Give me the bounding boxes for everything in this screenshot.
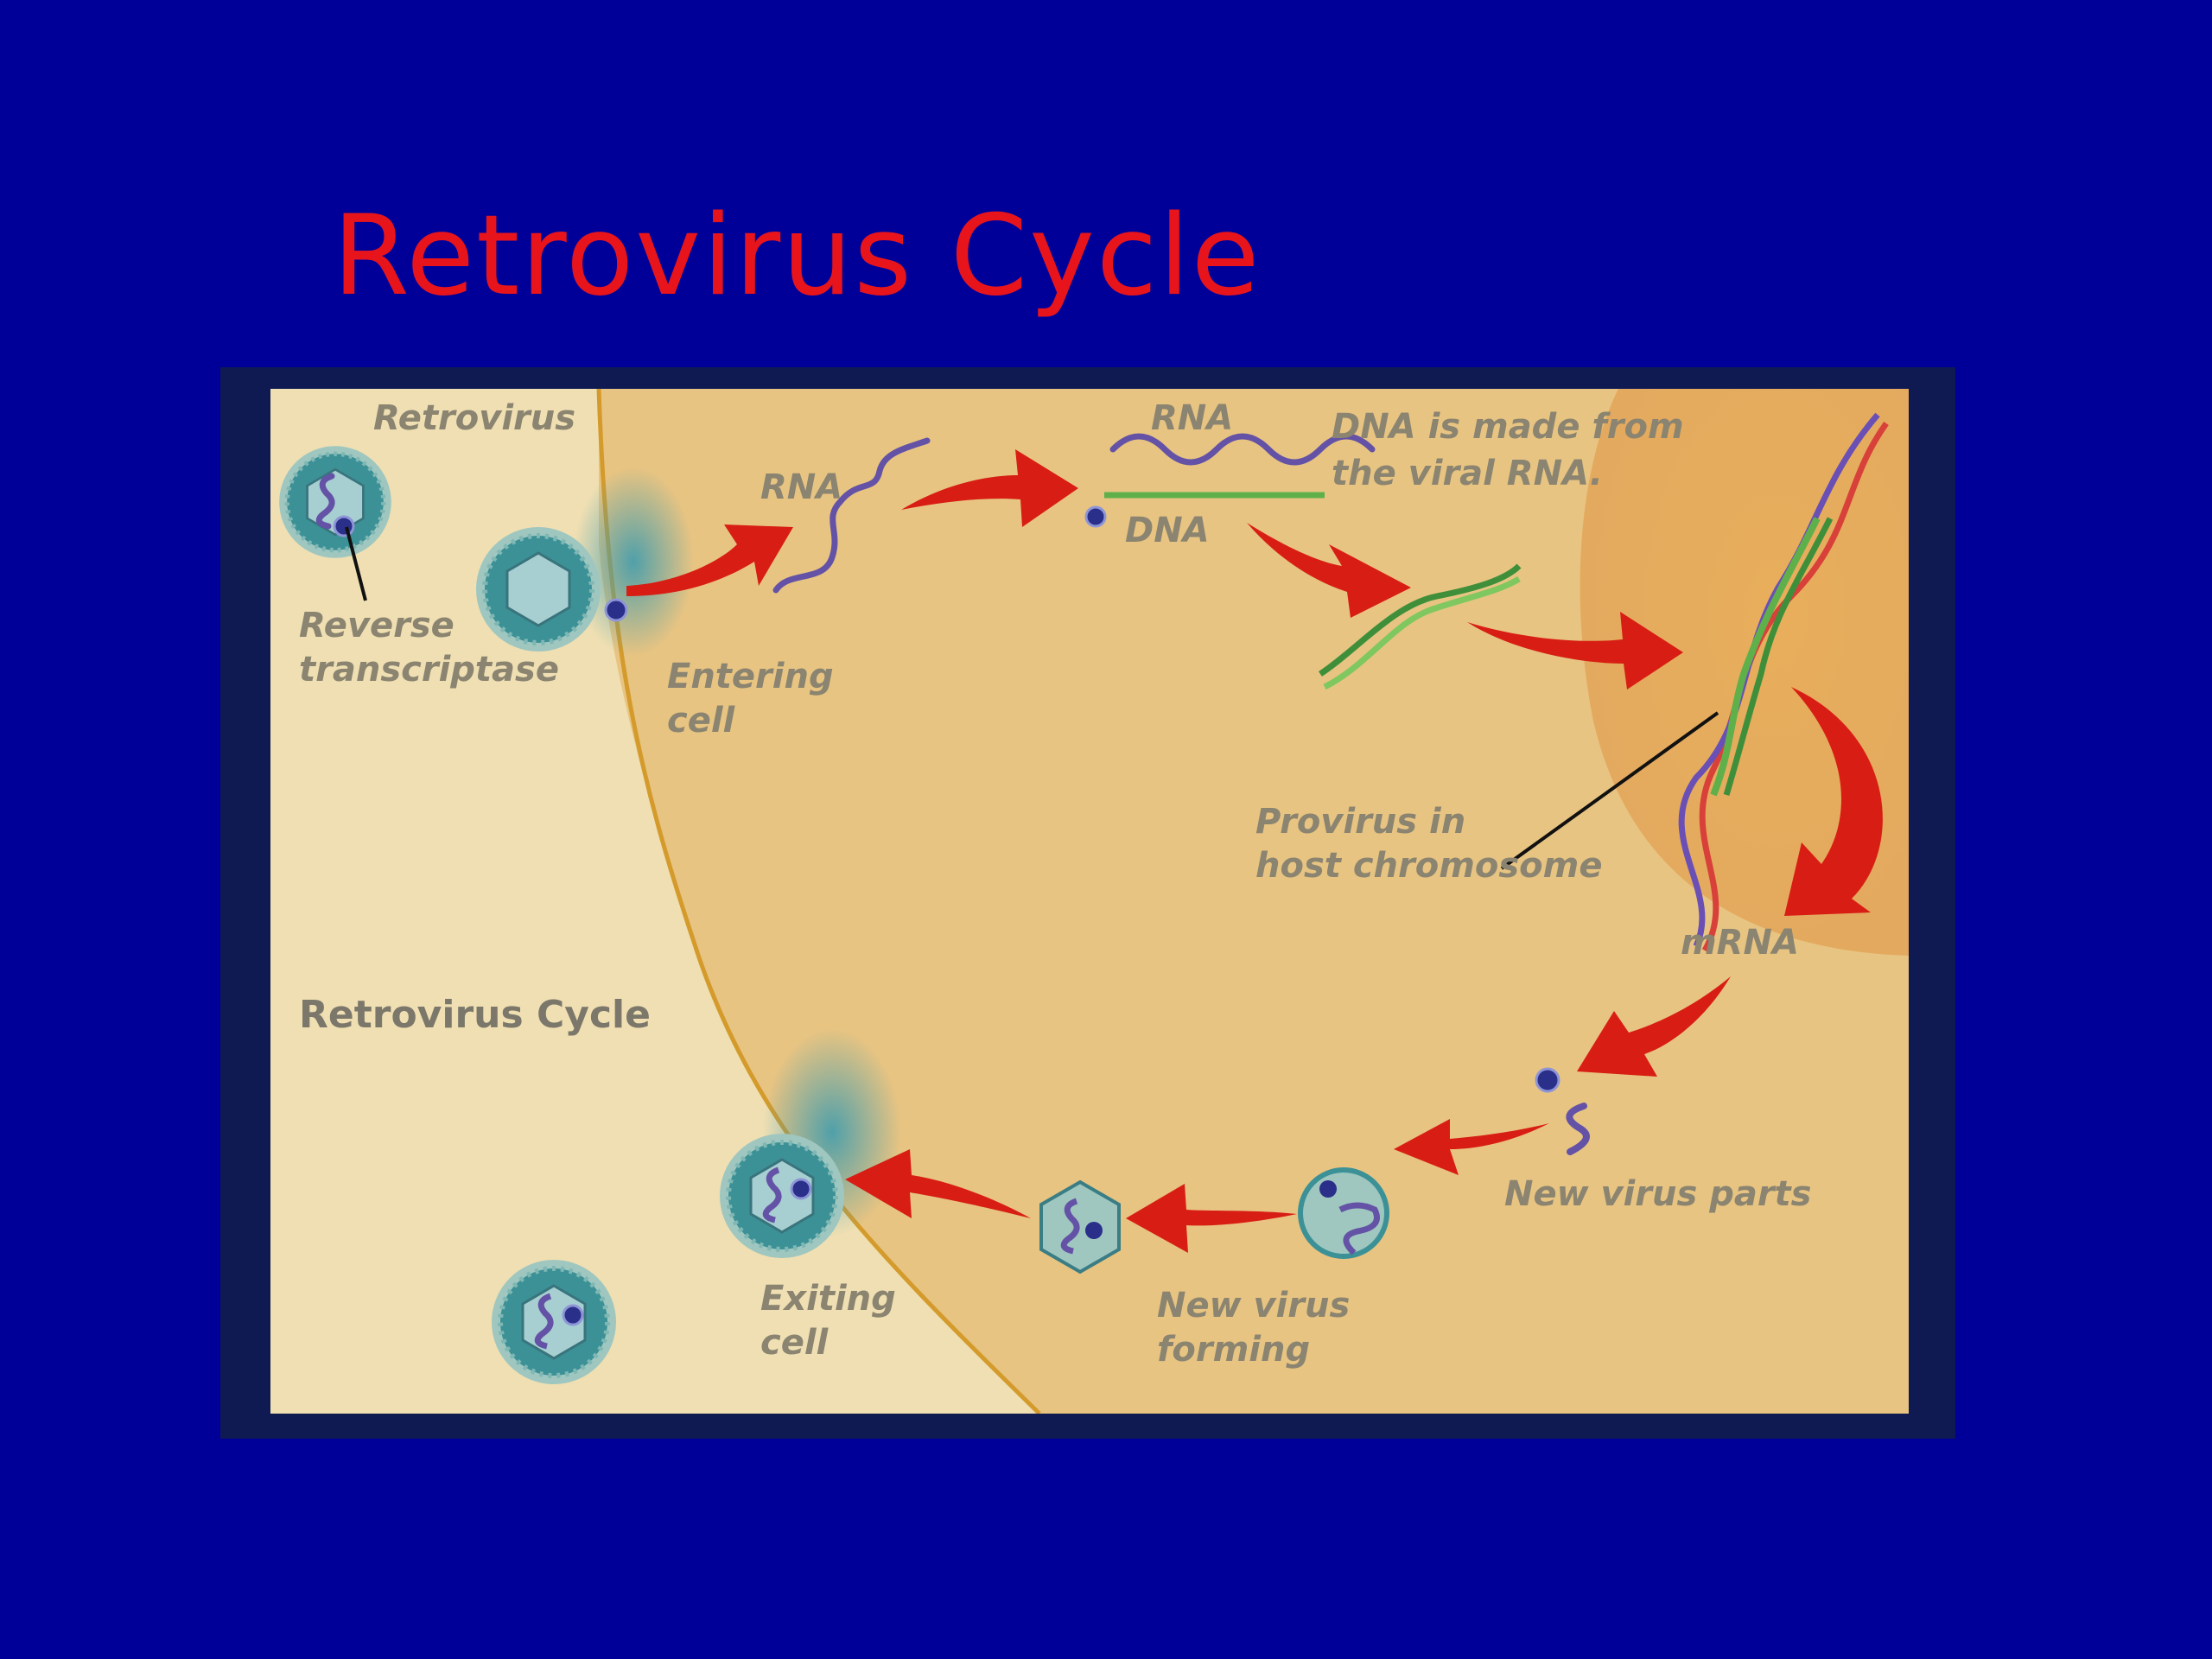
arrow-chromosome-to-mrna: [1784, 687, 1883, 916]
reverse-transcriptase-dot: [333, 515, 355, 537]
arrow-assembly-to-forming: [1126, 1184, 1297, 1253]
diagram-caption: Retrovirus Cycle: [299, 993, 651, 1037]
assembling-virus: [1298, 1167, 1389, 1259]
label-rna-entering: RNA: [760, 467, 842, 507]
label-exiting-cell-line1: Exiting: [760, 1279, 896, 1319]
label-mrna: mRNA: [1681, 923, 1799, 963]
rna-strand-entering: [772, 437, 931, 594]
new-enzyme-dot: [1535, 1067, 1560, 1093]
label-dna-made-line1: DNA is made from: [1332, 407, 1684, 447]
rt-enzyme-dot: [1084, 505, 1107, 528]
label-new-virus-parts: New virus parts: [1504, 1174, 1812, 1214]
cycle-arrows: [626, 449, 1883, 1253]
released-virus: [492, 1260, 616, 1384]
label-dna-made-line2: the viral RNA.: [1332, 454, 1603, 493]
arrow-rna-to-hybrid: [901, 449, 1078, 527]
retrovirus-cycle-diagram: Retrovirus Reverse transcriptase RNA Ent…: [270, 389, 1909, 1414]
arrow-forming-to-exit: [845, 1149, 1031, 1218]
label-new-virus-forming-line2: forming: [1157, 1330, 1310, 1370]
viral-dna-double-helix: [1319, 563, 1522, 690]
label-provirus-line1: Provirus in: [1255, 802, 1465, 842]
forming-virus: [1039, 1179, 1121, 1274]
arrow-dsdna-to-chromosome: [1467, 612, 1683, 690]
label-retrovirus: Retrovirus: [373, 398, 575, 438]
exiting-virus: [720, 1134, 844, 1258]
label-entering-cell-line1: Entering: [667, 657, 834, 696]
arrow-mrna-to-parts: [1577, 976, 1731, 1077]
label-exiting-cell-line2: cell: [760, 1323, 830, 1363]
arrow-hybrid-to-dsdna: [1247, 523, 1411, 618]
retrovirus-particle: [279, 446, 391, 558]
slide-title: Retrovirus Cycle: [333, 192, 1262, 321]
label-provirus-line2: host chromosome: [1255, 846, 1602, 886]
rna-strand-template: [1109, 433, 1376, 466]
new-rna-piece: [1566, 1103, 1590, 1155]
provirus-pointer: [1500, 711, 1719, 870]
arrow-parts-to-assembly: [1394, 1119, 1549, 1175]
label-reverse-transcriptase-line2: transcriptase: [299, 650, 559, 690]
label-entering-cell-line2: cell: [667, 701, 736, 741]
label-new-virus-forming-line1: New virus: [1157, 1286, 1350, 1325]
reverse-transcriptase-pointer: [345, 526, 367, 601]
label-dna: DNA: [1125, 511, 1210, 550]
label-rna-template: RNA: [1151, 398, 1233, 438]
entry-fusion-blur: [573, 467, 694, 657]
host-chromosome: [1678, 412, 1889, 952]
entering-enzyme-dot: [604, 598, 628, 622]
arrow-entry-to-rna: [626, 524, 793, 596]
label-reverse-transcriptase-line1: Reverse: [299, 606, 454, 645]
attaching-virus: [476, 527, 601, 652]
